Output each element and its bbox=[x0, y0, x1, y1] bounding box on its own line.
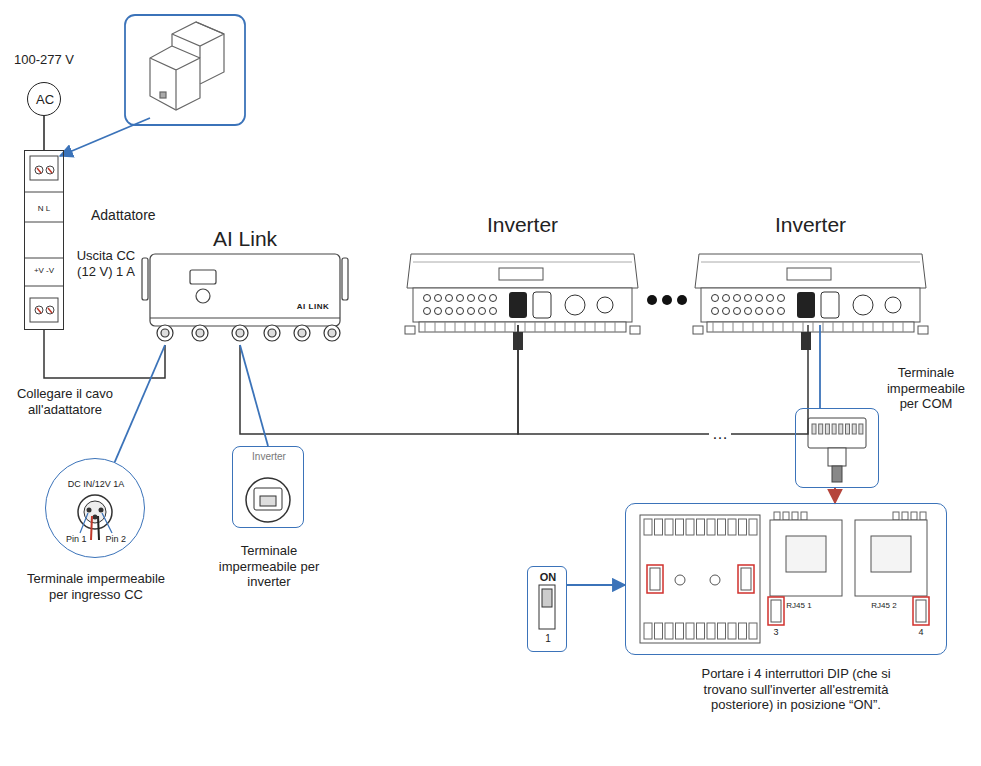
node-text: AI Link bbox=[140, 226, 350, 251]
dip-highlight bbox=[647, 565, 929, 625]
label: N L bbox=[24, 204, 64, 214]
dc-connector bbox=[78, 495, 112, 540]
terminal-board bbox=[640, 512, 929, 643]
adapter: Adattatore bbox=[24, 150, 64, 330]
label: Uscita CC (12 V) 1 A bbox=[70, 248, 142, 279]
node-text: RJ45 1 bbox=[779, 601, 819, 611]
node-text: AC bbox=[28, 92, 62, 108]
ellipsis-dots bbox=[647, 295, 687, 305]
label: 3 bbox=[768, 627, 784, 638]
dip-switch bbox=[539, 585, 555, 629]
connector bbox=[240, 345, 268, 446]
connector bbox=[518, 325, 808, 434]
label: Pin 2 bbox=[100, 534, 126, 545]
com-callout: Terminale impermeabile per COM bbox=[795, 408, 879, 488]
node-text: 1 bbox=[528, 633, 568, 645]
node-text: RJ45 2 bbox=[864, 601, 904, 611]
node-text: Terminale impermeabile per inverter bbox=[205, 543, 333, 590]
connector bbox=[819, 325, 821, 408]
connector bbox=[567, 584, 625, 586]
label: +V -V bbox=[24, 266, 64, 276]
connector bbox=[43, 116, 45, 150]
connector bbox=[115, 345, 165, 462]
connector bbox=[834, 488, 836, 503]
callout-arrow bbox=[60, 118, 150, 156]
label: 4 bbox=[913, 627, 929, 638]
ai-link-device bbox=[142, 254, 348, 341]
rj45-port bbox=[246, 478, 290, 522]
node-text: Adattatore bbox=[91, 207, 171, 224]
label: 100-277 V bbox=[0, 52, 88, 68]
ai-link: AI Link bbox=[140, 226, 350, 345]
ac-source: AC bbox=[27, 82, 61, 116]
inverter-port-callout: InverterTerminale impermeabile per inver… bbox=[232, 446, 304, 528]
label: Pin 1 bbox=[66, 534, 92, 545]
din-module bbox=[150, 22, 224, 110]
label: AI LINK bbox=[290, 302, 336, 312]
node-text: Inverter bbox=[405, 212, 640, 237]
node-text: DC IN/12V 1A bbox=[46, 479, 146, 490]
node-text: Inverter bbox=[233, 451, 305, 463]
adapter-body bbox=[24, 156, 64, 322]
dip-panel: RJ45 1RJ45 2Portare i 4 interruttori DIP… bbox=[625, 503, 947, 655]
node-text: Inverter bbox=[693, 212, 928, 237]
connector bbox=[44, 330, 165, 378]
inverter-drawing bbox=[693, 254, 928, 350]
label: Collegare il cavo all'adattatore bbox=[5, 386, 125, 417]
dc-in-callout: DC IN/12V 1ATerminale impermeabile per i… bbox=[45, 458, 145, 558]
inverter: Inverter bbox=[693, 212, 928, 325]
node-text: Portare i 4 interruttori DIP (che si tro… bbox=[694, 666, 898, 713]
node-text: Terminale impermeabile per ingresso CC bbox=[21, 571, 171, 602]
node-text: Terminale impermeabile per COM bbox=[882, 365, 970, 412]
inverter-drawing bbox=[405, 254, 640, 350]
connector bbox=[240, 325, 518, 434]
node-text: ON bbox=[528, 571, 568, 584]
callout-box bbox=[125, 15, 245, 125]
com-plug bbox=[808, 418, 866, 482]
edge-label: … bbox=[709, 426, 731, 442]
inverter: Inverter bbox=[405, 212, 640, 325]
dip-switch-callout: ON 1 bbox=[527, 566, 567, 652]
